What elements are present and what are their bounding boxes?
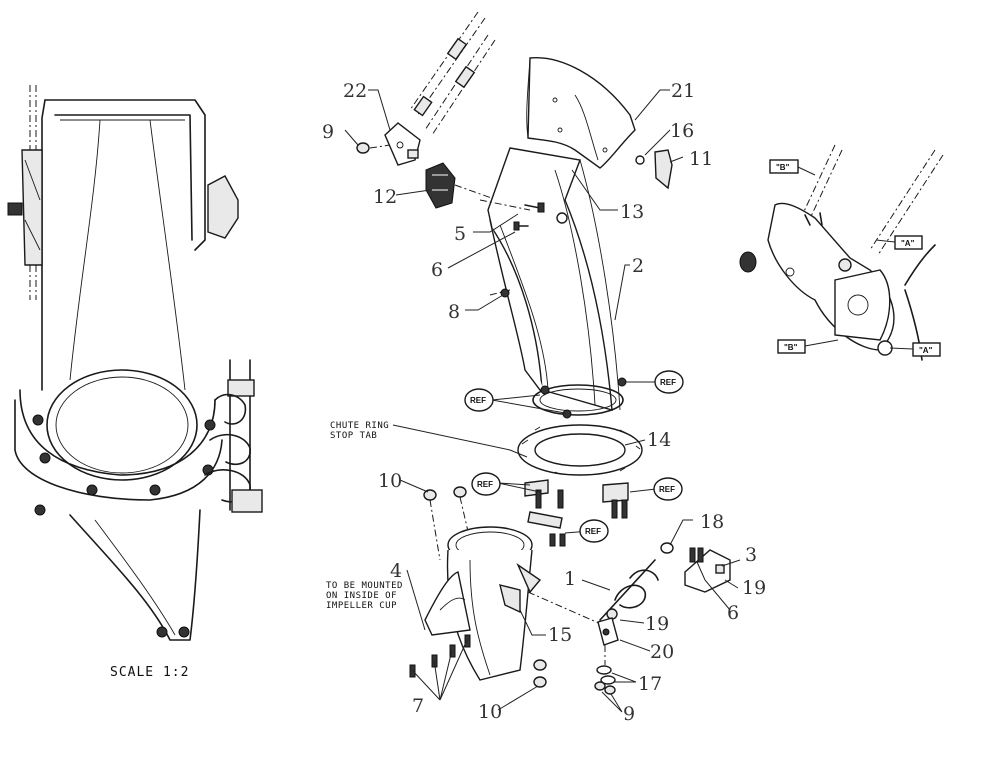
detail-view [739,144,944,361]
callout-16: 16 [670,120,694,142]
callout-21: 21 [671,80,695,102]
callout-6: 6 [431,259,443,281]
note-chute-ring-1: CHUTE RING [330,421,389,431]
note-mount-1: TO BE MOUNTED [326,581,403,591]
ref-label: REF [659,485,675,494]
part-18-washer [660,542,674,554]
part-10-nut [533,676,547,688]
callout-18: 18 [700,511,724,533]
callout-4: 4 [390,560,402,582]
ref-label: REF [585,527,601,536]
assembled-chute-view: SCALE 1:2 [7,85,263,680]
part-11-knob [654,149,673,190]
part-12-bracket [425,162,456,209]
part-20-bracket [597,617,619,646]
callout-5: 5 [454,223,466,245]
callout-7: 7 [412,695,424,717]
control-cables [409,11,496,136]
part-21-deflector [526,57,636,169]
detail-tag-a: "A" [919,346,933,355]
callout-11: 11 [689,148,713,170]
part-17-washer [596,665,612,675]
ref-callouts [464,370,684,543]
detail-tag-b: "B" [784,343,798,352]
detail-tag-a: "A" [901,239,915,248]
ref-label: REF [477,480,493,489]
callout-9: 9 [623,703,635,725]
part-22-bracket [384,122,421,166]
callout-19: 19 [742,577,766,599]
callout-15: 15 [548,624,572,646]
part-1-linkage [599,559,659,621]
part-10-nut [533,659,547,671]
ref-label: REF [470,396,486,405]
scale-label: SCALE 1:2 [110,665,189,680]
callout-8: 8 [448,301,460,323]
note-mount-2: ON INSIDE OF [326,591,397,601]
callout-2: 2 [632,255,644,277]
callout-10: 10 [378,470,402,492]
callout-22: 22 [343,80,367,102]
part-6-bolt [689,547,704,563]
ring-tab-fasteners [524,479,629,547]
part-14-chute-ring [517,424,643,476]
note-mount-3: IMPELLER CUP [326,601,397,611]
detail-tag-b: "B" [776,163,790,172]
callout-19: 19 [645,613,669,635]
part-10-nut [453,486,467,498]
note-chute-ring-2: STOP TAB [330,431,377,441]
part-16-washer [635,155,645,165]
callout-6: 6 [727,602,739,624]
part-9-nut [604,685,616,695]
leader-lines [344,89,741,713]
callout-14: 14 [647,429,671,451]
callout-3: 3 [745,544,757,566]
part-3-bracket [684,549,731,593]
ref-label: REF [660,378,676,387]
part-17-washer [600,675,616,685]
callout-13: 13 [620,201,644,223]
callout-9: 9 [322,121,334,143]
part-2-chute [487,147,627,419]
callout-12: 12 [373,186,397,208]
part-9-nut [356,142,370,154]
part-9-nut [594,681,606,691]
part-5-bolt [524,202,545,213]
callout-1: 1 [564,568,576,590]
callout-17: 17 [638,673,662,695]
callout-10: 10 [478,701,502,723]
part-6-screw [513,221,529,231]
part-4-plate [424,571,471,636]
callout-20: 20 [650,641,674,663]
